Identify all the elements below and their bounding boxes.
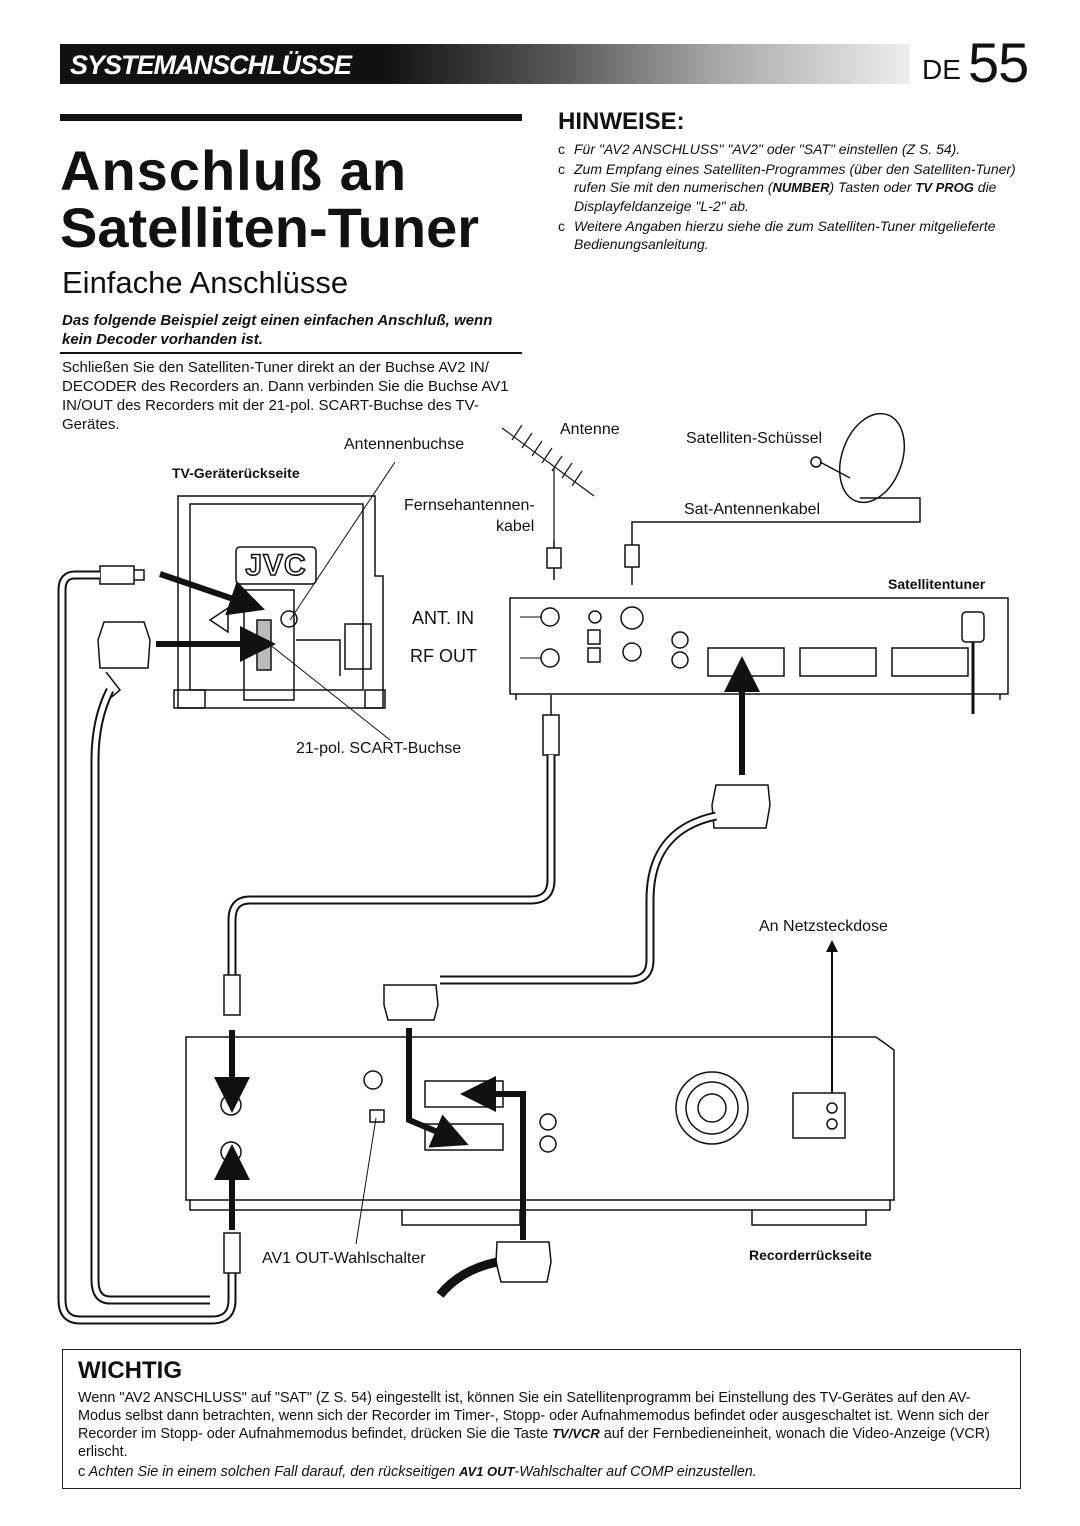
notes-title: HINWEISE:	[558, 108, 685, 135]
jvc-logo: JVC	[245, 548, 307, 583]
label-antennenbuchse: Antennenbuchse	[344, 436, 465, 453]
label-recorder-rear: Recorderrückseite	[749, 1247, 872, 1263]
note-bullet: c	[558, 141, 565, 157]
satellite-dish-drawing	[631, 412, 921, 545]
label-rf-out: RF OUT	[410, 646, 477, 666]
note-text: Weitere Angaben hierzu siehe die zum Sat…	[574, 218, 996, 252]
page-title-line1: Anschluß an	[60, 139, 408, 202]
note-text: Zum Empfang eines Satelliten-Programmes …	[574, 161, 1016, 195]
note-bullet: c	[558, 161, 565, 177]
label-sat-tuner: Satellitentuner	[888, 576, 986, 592]
label-dish: Satelliten-Schüssel	[686, 430, 823, 447]
key-label: NUMBER	[772, 180, 830, 195]
title-rule	[60, 114, 522, 121]
note-bullet: c	[558, 218, 565, 234]
label-ant-in: ANT. IN	[412, 608, 475, 628]
section-subtitle: Einfache Anschlüsse	[62, 265, 349, 300]
header-band	[60, 44, 910, 84]
recorder-rear-drawing	[185, 1036, 895, 1226]
note-item: c Weitere Angaben hierzu siehe die zum S…	[558, 217, 1028, 253]
satellite-tuner-drawing	[509, 597, 1009, 714]
note-text: ) Tasten oder	[829, 179, 916, 195]
note-item: c Zum Empfang eines Satelliten-Programme…	[558, 160, 1028, 215]
intro-body-text: Schließen Sie den Satelliten-Tuner direk…	[62, 359, 509, 433]
important-note: c Achten Sie in einem solchen Fall darau…	[78, 1464, 1008, 1480]
label-antenne: Antenne	[560, 421, 620, 438]
label-fernseh-line2: kabel	[496, 518, 535, 535]
notes-list: c Für "AV2 ANSCHLUSS" "AV2" oder "SAT" e…	[558, 140, 1028, 255]
page-language: DE	[922, 54, 961, 85]
important-text: auf der Fernbedieneinheit, wonach die Vi…	[78, 1426, 990, 1460]
label-scart: 21-pol. SCART-Buchse	[296, 740, 462, 757]
note-text: die Displayfeldanzeige "L-2" ab.	[574, 179, 997, 214]
label-fernseh-line1: Fernsehantennen-	[404, 497, 535, 514]
page-number: 55	[968, 31, 1029, 94]
important-box	[62, 1349, 1021, 1489]
antenna-drawing	[501, 424, 595, 540]
key-label: AV1 OUT	[459, 1464, 515, 1479]
page-title-line2: Satelliten-Tuner	[60, 196, 480, 259]
important-note-text: -Wahlschalter auf COMP einzustellen.	[514, 1464, 757, 1480]
label-tv-rear: TV-Geräterückseite	[172, 465, 300, 481]
important-text: Wenn "AV2 ANSCHLUSS" auf "SAT" (Z S. 54)…	[78, 1390, 989, 1442]
key-label: TV/VCR	[552, 1426, 600, 1441]
key-label: TV PROG	[915, 180, 974, 195]
label-mains: An Netzsteckdose	[759, 918, 888, 935]
note-text: Für "AV2 ANSCHLUSS" "AV2" oder "SAT" ein…	[574, 141, 961, 157]
intro-rule	[60, 352, 522, 354]
label-av1-switch: AV1 OUT-Wahlschalter	[262, 1250, 426, 1267]
intro-bold-text: Das folgende Beispiel zeigt einen einfac…	[62, 312, 493, 348]
important-title: WICHTIG	[78, 1357, 182, 1384]
tv-rear-drawing	[173, 495, 386, 709]
important-note-text: Achten Sie in einem solchen Fall darauf,…	[88, 1464, 460, 1480]
note-bullet: c	[78, 1464, 86, 1480]
section-title: SYSTEMANSCHLÜSSE	[70, 50, 352, 80]
note-item: c Für "AV2 ANSCHLUSS" "AV2" oder "SAT" e…	[558, 140, 1028, 158]
important-body: Wenn "AV2 ANSCHLUSS" auf "SAT" (Z S. 54)…	[78, 1390, 1008, 1461]
label-sat-cable: Sat-Antennenkabel	[684, 501, 821, 518]
